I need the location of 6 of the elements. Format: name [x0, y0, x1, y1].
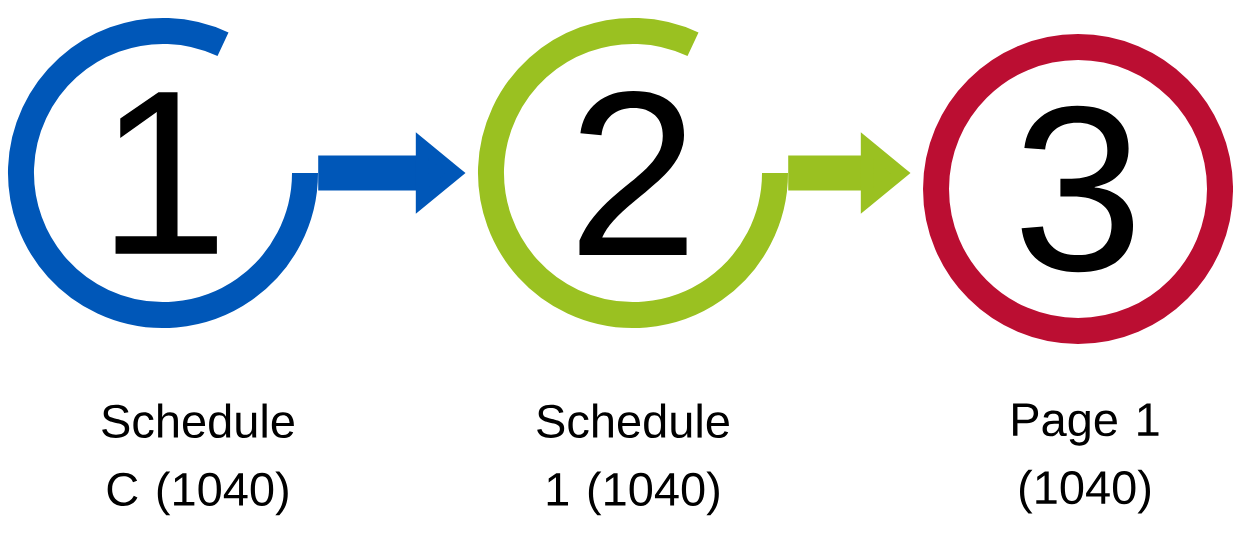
step-label: Page 1 (1040)	[1013, 403, 1159, 514]
numbered-ring: 3	[923, 34, 1233, 344]
step-label: Schedule C (1040)	[102, 403, 294, 516]
numbered-ring: 2	[478, 18, 788, 328]
numbered-ring: 1	[8, 18, 318, 328]
step-label: Schedule 1 (1040)	[537, 403, 729, 516]
